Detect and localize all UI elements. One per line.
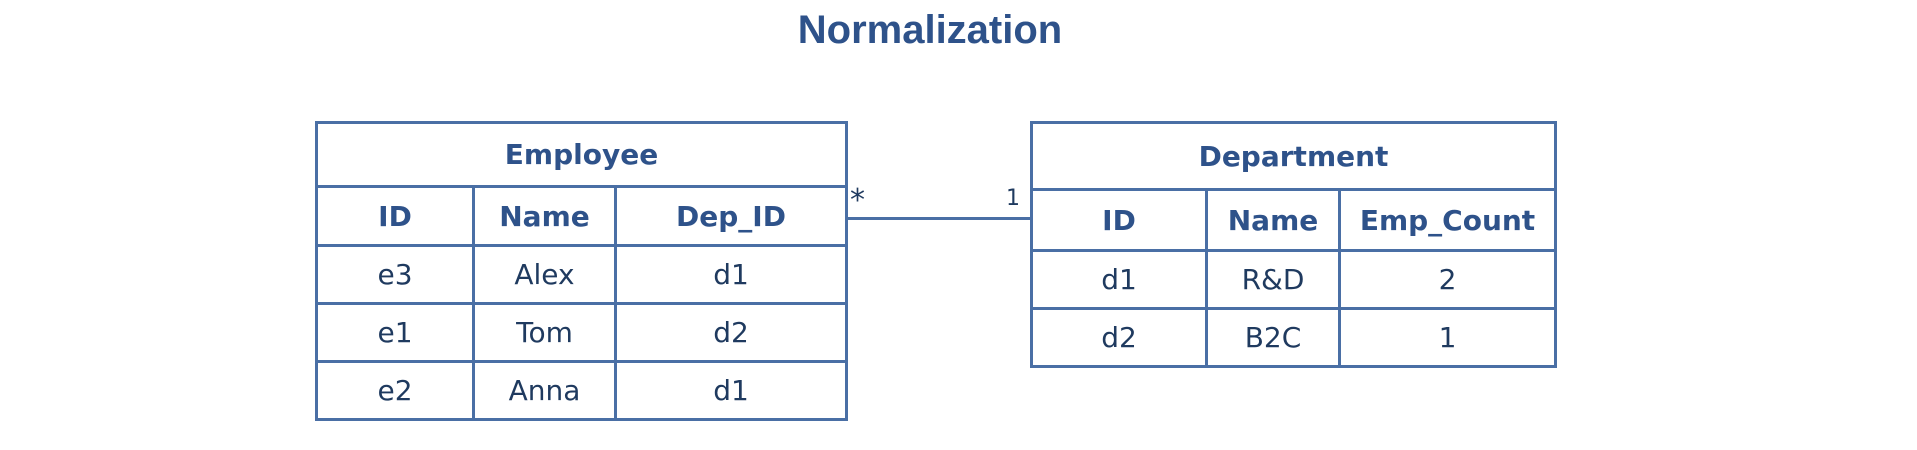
relationship-line — [845, 217, 1031, 220]
employee-row: e3 Alex d1 — [315, 244, 848, 305]
employee-cell: d1 — [614, 360, 848, 421]
department-cell: 2 — [1337, 249, 1558, 310]
department-cell: R&D — [1205, 249, 1341, 310]
department-cell: 1 — [1337, 307, 1558, 368]
department-table: Department ID Name Emp_Count d1 R&D 2 d2… — [1029, 121, 1558, 368]
employee-column-header: ID — [315, 185, 475, 247]
employee-cell: d2 — [614, 302, 848, 363]
employee-cell: Anna — [472, 360, 617, 421]
department-table-name: Department — [1029, 121, 1558, 191]
diagram-title: Normalization — [797, 8, 1063, 52]
employee-table-name: Employee — [315, 121, 848, 188]
department-column-header: Name — [1205, 188, 1341, 252]
employee-column-header: Dep_ID — [614, 185, 848, 247]
department-row: d1 R&D 2 — [1030, 249, 1558, 310]
department-column-header: ID — [1030, 188, 1208, 252]
department-cell: B2C — [1205, 307, 1341, 368]
employee-cell: Tom — [472, 302, 617, 363]
employee-cell: e3 — [315, 244, 475, 305]
employee-cell: d1 — [614, 244, 848, 305]
department-column-header: Emp_Count — [1337, 188, 1558, 252]
employee-cell: e1 — [315, 302, 475, 363]
department-row: d2 B2C 1 — [1030, 307, 1558, 368]
many-multiplicity-label: * — [850, 183, 865, 218]
one-multiplicity-label: 1 — [1006, 186, 1020, 211]
employee-cell: Alex — [472, 244, 617, 305]
employee-row: e1 Tom d2 — [315, 302, 848, 363]
employee-cell: e2 — [315, 360, 475, 421]
employee-table: Employee ID Name Dep_ID e3 Alex d1 e1 To… — [315, 121, 848, 421]
employee-column-header: Name — [472, 185, 617, 247]
department-cell: d2 — [1030, 307, 1208, 368]
department-cell: d1 — [1030, 249, 1208, 310]
employee-row: e2 Anna d1 — [315, 360, 848, 421]
